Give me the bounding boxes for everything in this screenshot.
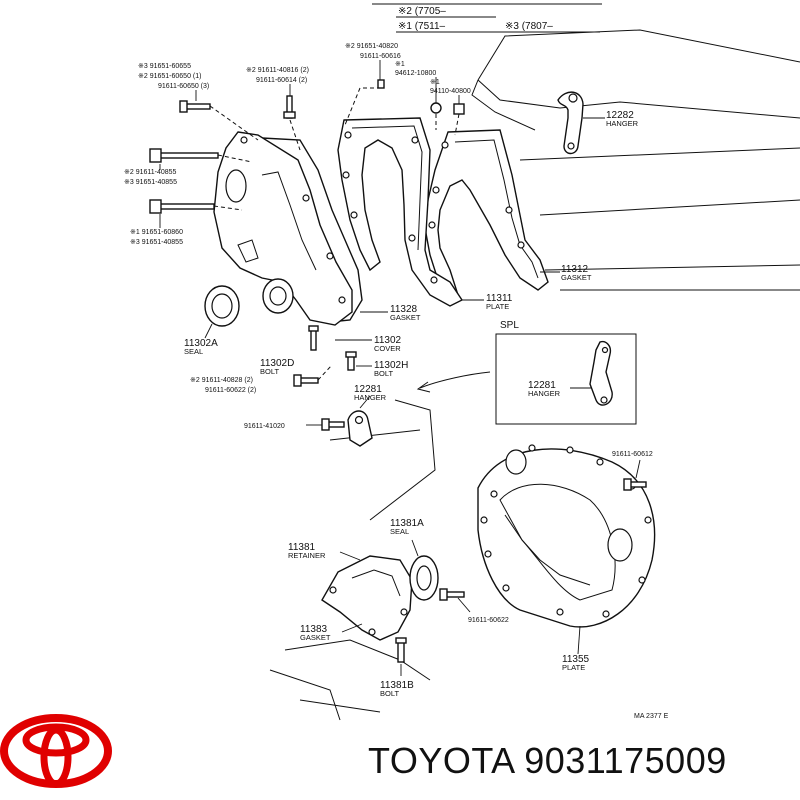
gasket-11312: 11312 GASKET <box>424 129 592 301</box>
label-91611-40828: ※2 91611-40828 (2) <box>190 377 253 384</box>
label-11302D: 11302D <box>260 358 294 369</box>
retainer-11381: 11381 RETAINER 11383 GASKET <box>288 542 413 642</box>
label-91611-60622-a: 91611-60622 (2) <box>205 387 256 394</box>
name-11312: GASKET <box>561 273 592 282</box>
label-94110-40800: 94110-40800 <box>430 88 471 95</box>
label-11302A: 11302A <box>184 338 218 349</box>
name-12281-spl: HANGER <box>528 389 561 398</box>
label-91651-40820: ※2 91651-40820 <box>345 43 398 50</box>
label-11311: 11311 <box>486 293 513 304</box>
bolt-11381B: 11381B BOLT <box>380 637 414 698</box>
label-91611-60612: 91611-60612 <box>612 451 653 458</box>
alignment-lines <box>209 87 460 381</box>
label-91651-40855-b: ※3 91651-40855 <box>130 239 183 246</box>
label-91651-40855-a: ※3 91651-40855 <box>124 179 177 186</box>
timing-cover-11302: 11302 COVER <box>213 131 402 353</box>
label-91611-41020: 91611-41020 <box>244 423 285 430</box>
label-91611-40855: ※2 91611-40855 <box>124 169 177 176</box>
label-91651-60655: ※3 91651-60655 <box>138 63 191 70</box>
part-number-labels: ※3 91651-60655 ※2 91651-60650 (1) 91611-… <box>124 43 653 624</box>
bolt-11302H: 11302H BOLT <box>345 351 408 378</box>
header-line2a: ※1 (7511– <box>398 21 446 32</box>
brand-part-number: TOYOTA 9031175009 <box>368 740 727 781</box>
name-11355: PLATE <box>562 663 585 672</box>
name-11381A: SEAL <box>390 527 409 536</box>
label-94612-10800: 94612-10800 <box>395 70 436 77</box>
plate-11311: 11311 PLATE <box>337 117 513 311</box>
label-11312: 11312 <box>561 264 589 275</box>
label-11302H: 11302H <box>374 360 408 371</box>
name-11381B: BOLT <box>380 689 399 698</box>
label-11383: 11383 <box>300 624 328 635</box>
label-11328: 11328 <box>390 304 418 315</box>
label-11381: 11381 <box>288 542 316 553</box>
label-note-1b: ※1 <box>430 79 440 86</box>
label-91611-60650: 91611-60650 (3) <box>158 83 209 90</box>
label-note-1a: ※1 <box>395 61 405 68</box>
header-line2b: ※3 (7807– <box>505 21 553 32</box>
diagram-code: MA 2377 E <box>634 713 669 720</box>
name-11302D: BOLT <box>260 367 279 376</box>
engine-block-outline <box>269 29 800 721</box>
name-11381: RETAINER <box>288 551 326 560</box>
label-12282: 12282 <box>606 110 634 121</box>
seal-11302A: 11302A SEAL <box>184 285 240 356</box>
spl-box: SPL 12281 HANGER <box>416 320 637 425</box>
toyota-logo-icon <box>0 714 112 788</box>
spl-label: SPL <box>500 320 519 331</box>
hanger-12282: 12282 HANGER <box>557 91 639 155</box>
label-11381A: 11381A <box>390 518 424 529</box>
bolts <box>149 79 647 601</box>
name-11328: GASKET <box>390 313 421 322</box>
label-12281-spl: 12281 <box>528 380 556 391</box>
label-11355: 11355 <box>562 654 590 665</box>
label-11381B: 11381B <box>380 680 414 691</box>
label-91651-60860: ※1 91651-60860 <box>130 229 183 236</box>
bolt-11302D: 11302D BOLT <box>260 325 319 376</box>
header-line1: ※2 (7705– <box>398 6 446 17</box>
label-91611-60616: 91611-60616 <box>360 53 401 60</box>
header-notes: ※2 (7705– ※1 (7511– ※3 (7807– <box>372 3 602 33</box>
name-11383: GASKET <box>300 633 331 642</box>
label-11302: 11302 <box>374 335 402 346</box>
label-91611-60614: 91611-60614 (2) <box>256 77 307 84</box>
name-11311: PLATE <box>486 302 509 311</box>
name-11302A: SEAL <box>184 347 203 356</box>
plate-11355: 11355 PLATE <box>477 444 656 672</box>
label-91651-60650: ※2 91651-60650 (1) <box>138 73 201 80</box>
name-12281: HANGER <box>354 393 387 402</box>
hanger-12281: 12281 HANGER <box>347 384 387 447</box>
name-11302: COVER <box>374 344 401 353</box>
name-11302H: BOLT <box>374 369 393 378</box>
label-91611-60622-b: 91611-60622 <box>468 617 509 624</box>
label-12281: 12281 <box>354 384 382 395</box>
seal-11381A: 11381A SEAL <box>390 518 439 601</box>
name-12282: HANGER <box>606 119 639 128</box>
label-91611-40816: ※2 91611-40816 (2) <box>246 67 309 74</box>
